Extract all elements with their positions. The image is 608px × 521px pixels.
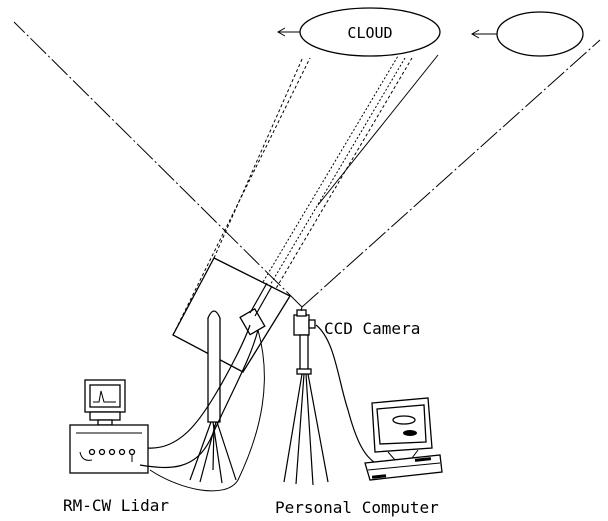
cloud-2: [496, 11, 584, 57]
camera-field-of-view: [13, 21, 601, 308]
computer-label: Personal Computer: [275, 498, 439, 517]
cloud-1: CLOUD: [299, 7, 441, 57]
lidar-label: RM-CW Lidar: [63, 496, 169, 515]
camera-tripod: [283, 368, 329, 486]
lidar-console: [69, 379, 149, 474]
lidar-beams: [172, 54, 439, 336]
ccd-camera: [293, 306, 316, 371]
lidar-telescope: [172, 257, 291, 373]
ccd-camera-label: CCD Camera: [324, 319, 420, 338]
personal-computer: [364, 397, 443, 481]
cables: [139, 324, 381, 492]
cloud-motion-arrow-1: [276, 27, 300, 37]
lidar-tripod: [189, 310, 237, 484]
cloud-label: CLOUD: [347, 24, 392, 42]
cloud-motion-arrow-2: [470, 29, 497, 39]
